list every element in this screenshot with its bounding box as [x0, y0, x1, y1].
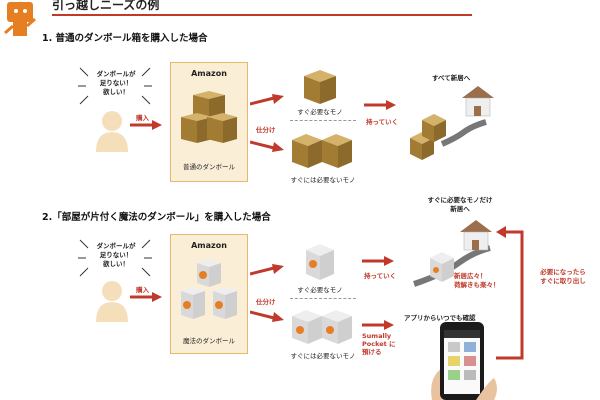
to-new-home-line: 新居へ: [450, 205, 470, 213]
bubble-line: 欲しい！: [103, 260, 129, 268]
section1-title: 1. 普通のダンボール箱を購入した場合: [42, 33, 208, 44]
magic-large-boxes-icon: [292, 310, 352, 344]
box-caption-2: 魔法のダンボール: [183, 337, 235, 345]
retrieve-label: 必要になったら すぐに取り出し: [530, 268, 596, 286]
not-needed-label-1: すぐには必要ないモノ: [290, 176, 356, 184]
bubble-line: 足りない！: [99, 251, 133, 259]
needed-now-label-1: すぐ必要なモノ: [297, 108, 343, 116]
new-home-note: 新居広々！ 荷解きも楽々！: [454, 272, 500, 290]
note-line: 荷解きも楽々！: [454, 281, 500, 289]
app-anytime-label: アプリからいつでも確認: [404, 314, 476, 322]
split-arrows-1: [250, 94, 284, 152]
large-boxes-icon: [292, 134, 352, 168]
thought-bubble-1: [78, 67, 152, 105]
arrow-icon: [362, 320, 394, 330]
deposit-line: Pocket に: [362, 340, 396, 348]
sort-label-1: 仕分け: [256, 126, 276, 134]
bubble-line: ダンボールが: [96, 70, 136, 78]
sort-label-2: 仕分け: [256, 298, 276, 306]
deposit-line: 預ける: [362, 348, 382, 356]
retrieve-line: 必要になったら: [540, 268, 586, 276]
take-label-2: 持っていく: [364, 272, 397, 280]
magic-box-stack-icon: [181, 259, 237, 319]
buy-label-2: 購入: [136, 286, 149, 294]
retrieve-line: すぐに取り出し: [540, 277, 586, 285]
bubble-text-2: ダンボールが 足りない！ 欲しい！: [86, 242, 146, 269]
bubble-line: 足りない！: [99, 79, 133, 87]
arrow-icon: [364, 100, 396, 110]
magic-small-box-icon: [306, 244, 334, 280]
house-scene-icon: [410, 86, 494, 160]
to-new-home-label-2: すぐに必要なモノだけ 新居へ: [412, 196, 508, 214]
arrow-icon: [362, 256, 394, 266]
deposit-label: Sumally Pocket に 預ける: [362, 332, 396, 356]
thought-bubble-2: [78, 239, 152, 277]
split-arrows-2: [250, 264, 284, 322]
small-box-icon: [304, 70, 336, 104]
mascot-icon: [4, 2, 36, 36]
person-icon: [96, 111, 128, 152]
divider: [290, 120, 356, 121]
house-scene-2-icon: [413, 220, 492, 287]
bubble-line: ダンボールが: [96, 242, 136, 250]
arrow-icon: [130, 120, 162, 130]
title-underline: [52, 14, 472, 16]
header-bar: 引っ越しニーズの例: [0, 0, 600, 36]
to-new-home-label-1: すべて新居へ: [432, 74, 471, 82]
deposit-line: Sumally: [362, 332, 392, 340]
bubble-line: 欲しい！: [103, 88, 129, 96]
needed-now-label-2: すぐ必要なモノ: [297, 286, 343, 294]
person-icon: [96, 281, 128, 322]
page-title: 引っ越しニーズの例: [52, 0, 160, 12]
box-caption-1: 普通のダンボール: [183, 163, 235, 171]
smartphone-app-icon: [431, 322, 497, 400]
box-stack-icon: [181, 91, 237, 143]
amazon-label: Amazon: [191, 69, 227, 78]
amazon-label: Amazon: [191, 241, 227, 250]
amazon-panel-1: Amazon 普通のダンボール: [170, 62, 248, 182]
buy-label-1: 購入: [136, 114, 149, 122]
arrow-icon: [130, 292, 162, 302]
divider: [290, 298, 356, 299]
section2-title: 2.「部屋が片付く魔法のダンボール」を購入した場合: [42, 212, 271, 223]
not-needed-label-2: すぐには必要ないモノ: [290, 352, 356, 360]
return-arrow-icon: [496, 226, 524, 360]
amazon-panel-2: Amazon 魔法のダンボール: [170, 234, 248, 354]
bubble-text-1: ダンボールが 足りない！ 欲しい！: [86, 70, 146, 97]
to-new-home-line: すぐに必要なモノだけ: [427, 196, 493, 204]
note-line: 新居広々！: [454, 272, 487, 280]
take-label-1: 持っていく: [366, 118, 399, 126]
